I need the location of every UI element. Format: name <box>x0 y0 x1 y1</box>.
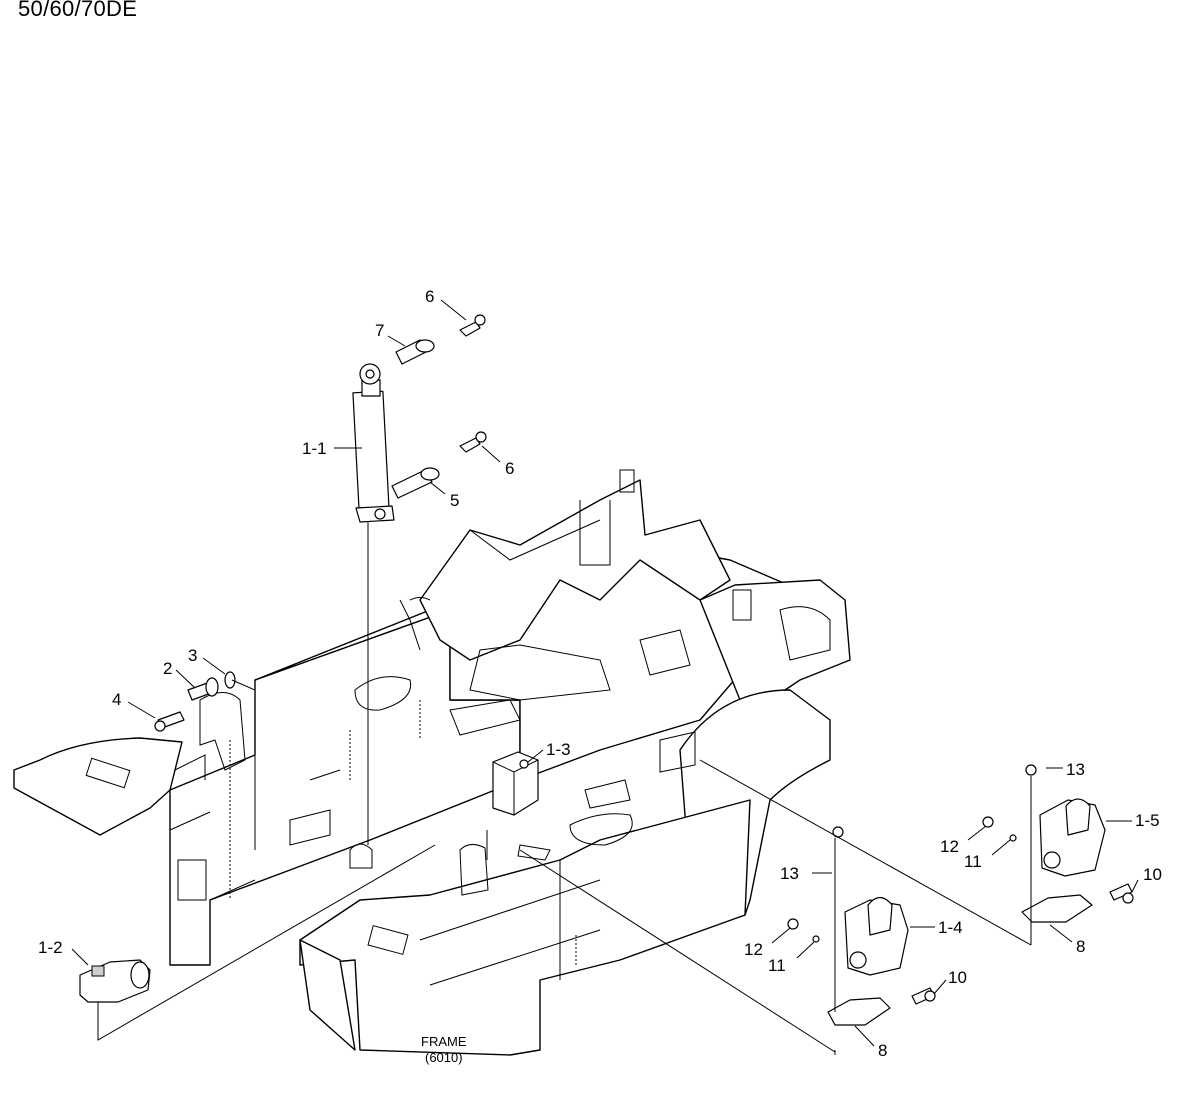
part-bolt-4 <box>154 711 185 732</box>
part-pin-7 <box>395 339 435 365</box>
callout-7: 7 <box>375 321 384 340</box>
callout-10-center: 10 <box>948 968 967 987</box>
callout-1-3: 1-3 <box>546 740 571 759</box>
frame-assembly <box>13 469 851 1056</box>
part-latch-1-5 <box>699 759 1134 946</box>
part-cylinder-1-1 <box>352 363 395 845</box>
part-latch-1-4 <box>519 826 936 1055</box>
part-bolt-6-mid <box>459 431 487 453</box>
part-pin-5 <box>391 467 440 499</box>
callout-1-2: 1-2 <box>38 938 63 957</box>
callout-13-right: 13 <box>1066 760 1085 779</box>
callout-6-top: 6 <box>425 287 434 306</box>
page-title: 50/60/70DE <box>18 0 138 21</box>
frame-label: FRAME <box>421 1034 467 1049</box>
callout-leaders <box>71 299 1139 1047</box>
callout-6-mid: 6 <box>505 459 514 478</box>
callout-8-right: 8 <box>1076 937 1085 956</box>
callout-1-1: 1-1 <box>302 439 327 458</box>
callout-1-5: 1-5 <box>1135 811 1160 830</box>
callout-10-right: 10 <box>1143 865 1162 884</box>
callout-13-center: 13 <box>780 864 799 883</box>
callout-8-center: 8 <box>878 1041 887 1060</box>
frame-ref: (6010) <box>425 1050 463 1065</box>
callout-1-4: 1-4 <box>938 918 963 937</box>
callout-12-right: 12 <box>940 837 959 856</box>
part-bolt-6-top <box>459 314 486 337</box>
callout-5: 5 <box>450 491 459 510</box>
part-switch-1-2 <box>79 844 436 1041</box>
part-pin-2 <box>187 677 219 701</box>
part-box-1-3 <box>486 751 539 860</box>
part-washer-3 <box>224 671 236 689</box>
callout-2: 2 <box>163 659 172 678</box>
callout-11-right: 11 <box>964 852 982 871</box>
callout-11-center: 11 <box>768 956 786 975</box>
callout-4: 4 <box>112 690 121 709</box>
callout-3: 3 <box>188 646 197 665</box>
callout-12-center: 12 <box>744 940 763 959</box>
